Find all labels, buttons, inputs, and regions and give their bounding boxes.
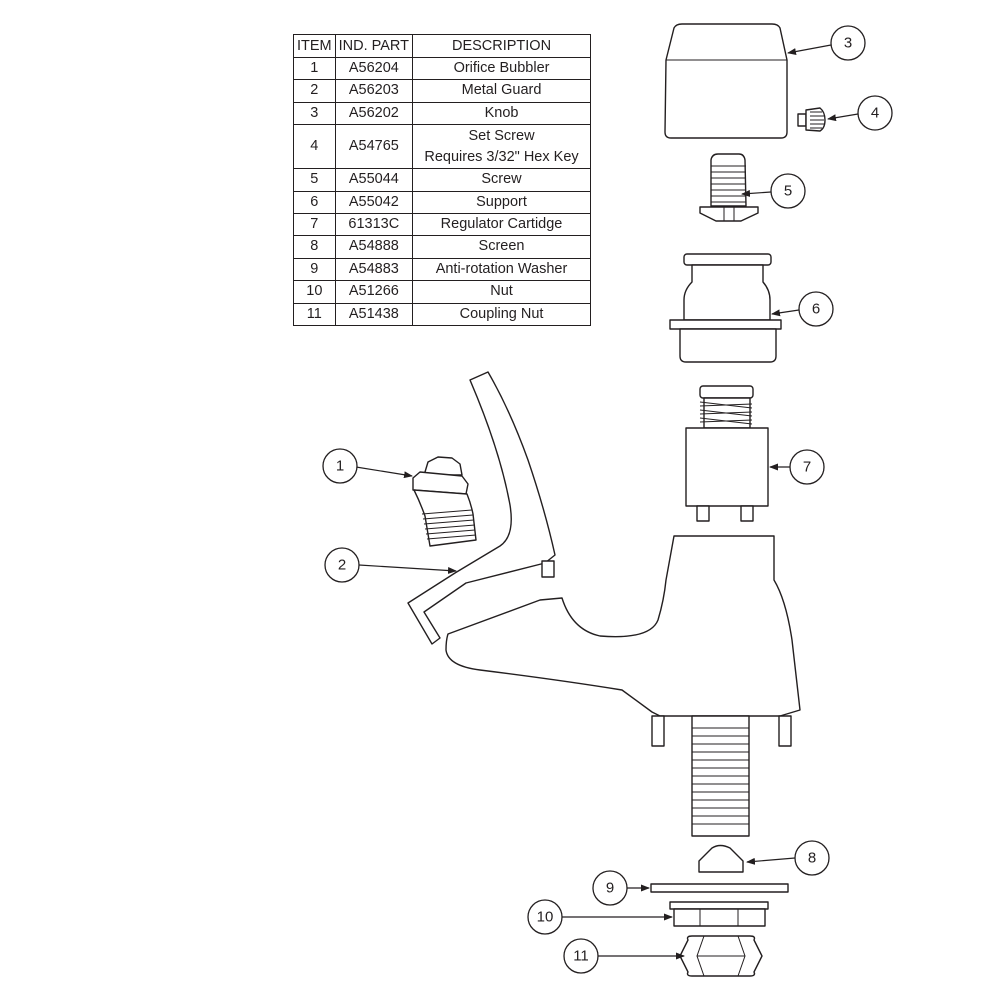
cell-description: Metal Guard [412, 79, 592, 103]
callout-11-label: 11 [573, 948, 589, 965]
cell-item: 1 [293, 56, 336, 81]
callout-10: 10 [527, 899, 673, 935]
callout-8-label: 8 [808, 850, 816, 867]
callout-4: 4 [827, 95, 893, 131]
table-row: 5 A55044 Screw [293, 168, 592, 192]
cell-description: Nut [412, 280, 592, 304]
set-screw-part [797, 107, 826, 132]
callout-6-label: 6 [812, 301, 820, 318]
nut-part [669, 901, 769, 927]
cell-part: A55044 [334, 168, 414, 192]
coupling-nut-part [679, 935, 763, 977]
callout-3-label: 3 [844, 35, 852, 52]
metal-guard-part [407, 371, 556, 645]
cell-description: Coupling Nut [412, 302, 592, 327]
table-row: 9 A54883 Anti-rotation Washer [293, 257, 592, 282]
screw-part [699, 153, 759, 222]
table-row: 11 A51438 Coupling Nut [293, 302, 592, 327]
table-row: 2 A56203 Metal Guard [293, 79, 592, 103]
cell-description-line1: Set Screw [468, 127, 535, 144]
cell-description-line2: Requires 3/32" Hex Key [424, 148, 579, 165]
anti-rotation-washer-part [650, 883, 789, 893]
callout-6: 6 [771, 291, 834, 327]
cell-item: 11 [293, 302, 336, 327]
cell-part: A51438 [334, 302, 414, 327]
cell-part: A56203 [334, 79, 414, 103]
parts-table: ITEM IND. PART DESCRIPTION 1 A56204 Orif… [293, 34, 592, 327]
table-row: 7 61313C Regulator Cartidge [293, 213, 592, 237]
callout-1: 1 [322, 448, 413, 484]
cell-description: Support [412, 190, 592, 215]
cell-item: 8 [293, 235, 336, 259]
callout-11: 11 [563, 938, 685, 974]
cell-description: Screen [412, 235, 592, 259]
table-row: 1 A56204 Orifice Bubbler [293, 56, 592, 81]
callout-10-label: 10 [537, 909, 554, 926]
cell-item: 4 [293, 124, 336, 170]
callout-5: 5 [741, 173, 806, 209]
callout-5-label: 5 [784, 183, 792, 200]
support-part [669, 253, 782, 363]
callout-9-label: 9 [606, 880, 614, 897]
cell-part: 61313C [334, 213, 414, 237]
header-item: ITEM [293, 34, 336, 58]
cell-part: A56204 [334, 56, 414, 81]
cell-part: A55042 [334, 190, 414, 215]
table-row: 4 A54765 Set Screw Requires 3/32" Hex Ke… [293, 124, 592, 170]
callout-9: 9 [592, 870, 650, 906]
table-row: 8 A54888 Screen [293, 235, 592, 259]
callout-3: 3 [787, 25, 866, 61]
callout-2: 2 [324, 547, 457, 583]
cell-part: A56202 [334, 101, 414, 126]
knob-part [664, 23, 788, 139]
callout-1-label: 1 [336, 458, 344, 475]
table-row: 6 A55042 Support [293, 190, 592, 215]
cell-part: A51266 [334, 280, 414, 304]
callout-7: 7 [769, 449, 825, 485]
callout-8: 8 [746, 840, 830, 876]
regulator-cartridge-part [685, 385, 769, 522]
cell-part: A54765 [334, 124, 414, 170]
orifice-bubbler-part [412, 456, 477, 547]
callout-7-label: 7 [803, 459, 811, 476]
header-part: IND. PART [334, 34, 414, 58]
callout-2-label: 2 [338, 557, 346, 574]
cell-description: Knob [412, 101, 592, 126]
cell-item: 10 [293, 280, 336, 304]
screen-part [698, 844, 744, 873]
cell-description: Orifice Bubbler [412, 56, 592, 81]
table-row: 10 A51266 Nut [293, 280, 592, 304]
cell-part: A54888 [334, 235, 414, 259]
cell-description: Regulator Cartidge [412, 213, 592, 237]
cell-description: Set Screw Requires 3/32" Hex Key [412, 124, 592, 170]
cell-description: Screw [412, 168, 592, 192]
table-row: 3 A56202 Knob [293, 101, 592, 126]
valve-body-part [445, 535, 801, 837]
cell-part: A54883 [334, 257, 414, 282]
cell-description: Anti-rotation Washer [412, 257, 592, 282]
callout-4-label: 4 [871, 105, 879, 122]
